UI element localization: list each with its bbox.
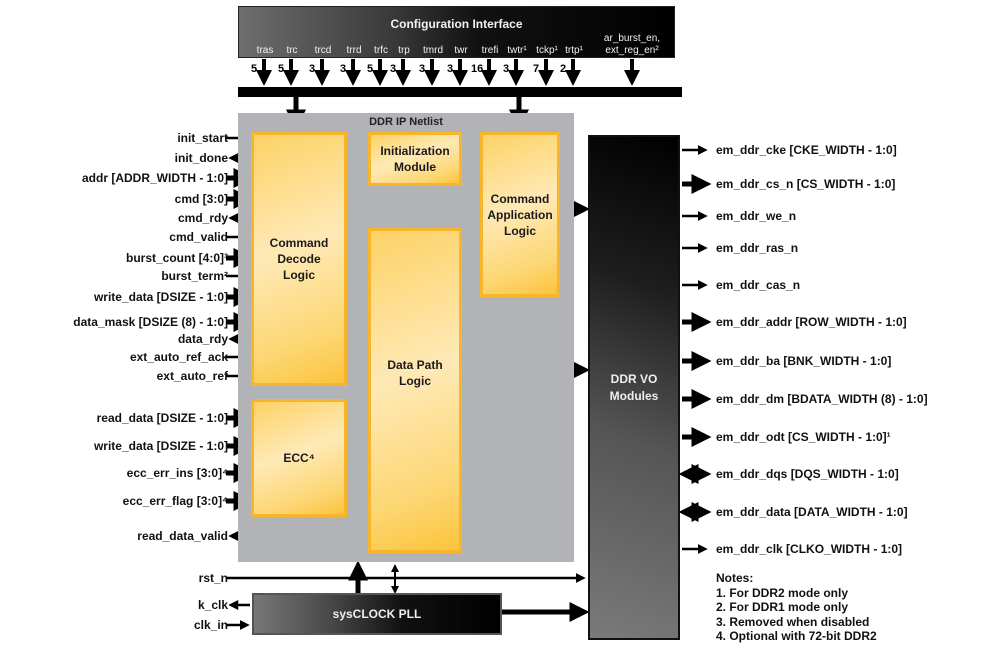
config-param-width-2: 3	[309, 63, 316, 75]
right-signal: em_ddr_dqs [DQS_WIDTH - 1:0]	[716, 467, 899, 481]
config-param-width-5: 3	[390, 63, 397, 75]
right-signal: em_ddr_cs_n [CS_WIDTH - 1:0]	[716, 177, 896, 191]
config-interface-title: Configuration Interface	[390, 17, 523, 31]
config-param-arrows	[256, 59, 640, 86]
notes-title: Notes:	[716, 571, 754, 585]
right-signal: em_ddr_cas_n	[716, 278, 801, 292]
config-param-6: tmrd	[423, 45, 443, 56]
command-application-logic-block: Command Application Logic	[480, 132, 560, 297]
ecc-block: ECC⁴	[251, 399, 347, 517]
left-signal: burst_count [4:0]³	[126, 251, 228, 265]
initialization-module-block: Initialization Module	[368, 132, 462, 186]
config-param-9: twtr¹	[507, 45, 527, 56]
config-bus-bar	[238, 87, 682, 97]
netlist-title: DDR IP Netlist	[369, 116, 443, 128]
config-param-2: trcd	[314, 45, 332, 56]
config-param-width-8: 16	[471, 63, 484, 75]
left-signal: read_data_valid	[137, 529, 228, 543]
config-param-width-11: 2	[560, 63, 567, 75]
config-param-width-7: 3	[447, 63, 454, 75]
left-signal: read_data [DSIZE - 1:0]	[96, 411, 228, 425]
right-signal: em_ddr_cke [CKE_WIDTH - 1:0]	[716, 143, 897, 157]
left-signal: addr [ADDR_WIDTH - 1:0]	[82, 171, 228, 185]
config-param-extra: ar_burst_en, ext_reg_en²	[603, 33, 661, 56]
right-signal: em_ddr_ras_n	[716, 241, 799, 255]
right-signal-arrows	[678, 145, 712, 554]
signal-clk-in: clk_in	[193, 618, 228, 632]
config-param-width-0: 5	[251, 63, 258, 75]
notes-section: Notes: 1. For DDR2 mode only 2. For DDR1…	[716, 571, 877, 644]
right-signal: em_ddr_dm [BDATA_WIDTH (8) - 1:0]	[716, 392, 928, 406]
config-param-width-4: 5	[367, 63, 374, 75]
right-signal: em_ddr_addr [ROW_WIDTH - 1:0]	[716, 315, 907, 329]
configuration-interface-block: Configuration Interface tras trc trcd trrd t…	[238, 6, 675, 58]
left-signal: ext_auto_ref	[156, 369, 228, 383]
config-param-1: trc	[286, 45, 298, 56]
note-1: 1. For DDR2 mode only	[716, 585, 849, 600]
left-signal: write_data [DSIZE - 1:0]	[93, 439, 228, 453]
left-signal: init_done	[174, 151, 228, 165]
right-signal: em_ddr_data [DATA_WIDTH - 1:0]	[716, 505, 908, 519]
left-signal: ext_auto_ref_ack	[129, 350, 228, 364]
config-param-width-6: 3	[419, 63, 426, 75]
left-signal: init_start	[177, 131, 228, 145]
command-decode-logic-block: Command Decode Logic	[251, 132, 347, 386]
config-param-5: trp	[398, 45, 410, 56]
config-param-width-9: 3	[503, 63, 510, 75]
left-signal: cmd_valid	[169, 230, 228, 244]
signal-rst-n: rst_n	[198, 571, 228, 585]
right-signal: em_ddr_we_n	[716, 209, 797, 223]
config-param-10: tckp¹	[536, 45, 558, 56]
right-signal: em_ddr_odt [CS_WIDTH - 1:0]¹	[716, 430, 891, 444]
config-param-width-10: 7	[533, 63, 540, 75]
signal-k-clk: k_clk	[197, 598, 228, 612]
config-param-0: tras	[256, 45, 274, 56]
left-signal: ecc_err_flag [3:0]⁴	[122, 494, 228, 508]
left-signal: burst_term²	[161, 269, 228, 283]
ddr-io-modules-block: DDR VO Modules	[588, 135, 680, 640]
note-4: 4. Optional with 72-bit DDR2	[716, 629, 877, 643]
config-param-3: trrd	[346, 45, 362, 56]
note-2: 2. For DDR1 mode only	[716, 600, 849, 614]
note-3: 3. Removed when disabled	[716, 614, 870, 629]
right-signal: em_ddr_ba [BNK_WIDTH - 1:0]	[716, 354, 892, 368]
config-param-width-1: 5	[278, 63, 285, 75]
ddr-ip-netlist-block: DDR IP Netlist Command Decode Logic Init…	[238, 113, 574, 562]
config-param-4: trfc	[374, 45, 388, 56]
sysclock-pll-block: sysCLOCK PLL	[252, 593, 502, 635]
config-param-11: trtp¹	[565, 45, 583, 56]
left-signal: cmd [3:0]	[174, 192, 228, 206]
config-param-8: trefi	[481, 45, 499, 56]
left-signal: data_rdy	[177, 332, 228, 346]
right-signal: em_ddr_clk [CLKO_WIDTH - 1:0]	[716, 542, 903, 556]
left-signal: data_mask [DSIZE (8) - 1:0]	[73, 315, 228, 329]
left-signal: ecc_err_ins [3:0]⁴	[126, 466, 228, 480]
config-param-width-3: 3	[340, 63, 347, 75]
data-path-logic-block: Data Path Logic	[368, 228, 462, 553]
left-signal: write_data [DSIZE - 1:0]	[93, 290, 228, 304]
config-param-7: twr	[454, 45, 468, 56]
left-signal: cmd_rdy	[177, 211, 228, 225]
